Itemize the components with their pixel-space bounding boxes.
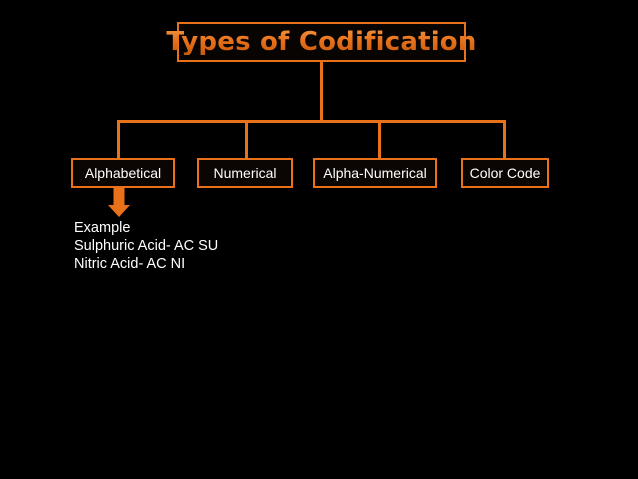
connector-horizontal-bus: [117, 120, 506, 123]
node-alphabetical[interactable]: Alphabetical: [71, 158, 175, 188]
page-title: Types of Codification: [166, 27, 477, 57]
example-line-2: Sulphuric Acid- AC SU: [74, 238, 219, 254]
connector-drop-numerical: [245, 120, 248, 159]
node-color-code[interactable]: Color Code: [461, 158, 549, 188]
down-arrow-icon: [108, 188, 130, 217]
example-line-1: Example: [74, 220, 131, 236]
connector-root-stem: [320, 62, 323, 122]
node-label: Alphabetical: [84, 165, 162, 181]
example-line-3: Nitric Acid- AC NI: [74, 256, 186, 272]
node-label: Color Code: [469, 165, 541, 181]
node-numerical[interactable]: Numerical: [197, 158, 293, 188]
connector-drop-color-code: [503, 120, 506, 159]
title-box: Types of Codification: [166, 22, 476, 62]
node-alpha-numerical[interactable]: Alpha-Numerical: [313, 158, 437, 188]
connector-drop-alphabetical: [117, 120, 120, 159]
connector-drop-alpha-numerical: [378, 120, 381, 159]
node-label: Numerical: [213, 165, 277, 181]
node-label: Alpha-Numerical: [323, 165, 427, 181]
example-text-block: Example Sulphuric Acid- AC SU Nitric Aci…: [74, 219, 218, 273]
